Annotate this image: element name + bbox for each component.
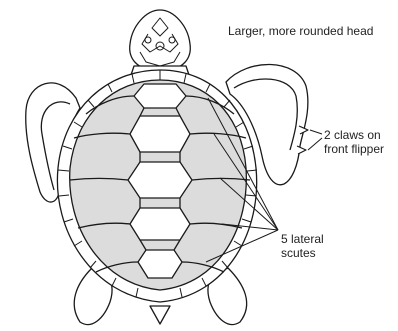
head-annotation: Larger, more rounded head xyxy=(228,24,373,38)
claws-annotation: 2 claws on front flipper xyxy=(324,128,384,156)
head xyxy=(130,10,191,72)
claw-callout-lower xyxy=(308,138,322,150)
claws-annotation-line-2: front flipper xyxy=(324,142,384,156)
head-annotation-text: Larger, more rounded head xyxy=(228,24,373,38)
scutes-annotation-line-1: 5 lateral xyxy=(281,232,324,246)
scutes-annotation-line-2: scutes xyxy=(281,246,324,260)
tail xyxy=(150,306,170,324)
claws-annotation-line-1: 2 claws on xyxy=(324,128,384,142)
claw-lower xyxy=(297,146,306,154)
scutes-annotation: 5 lateral scutes xyxy=(281,232,324,260)
claw-callout-upper xyxy=(310,130,322,134)
